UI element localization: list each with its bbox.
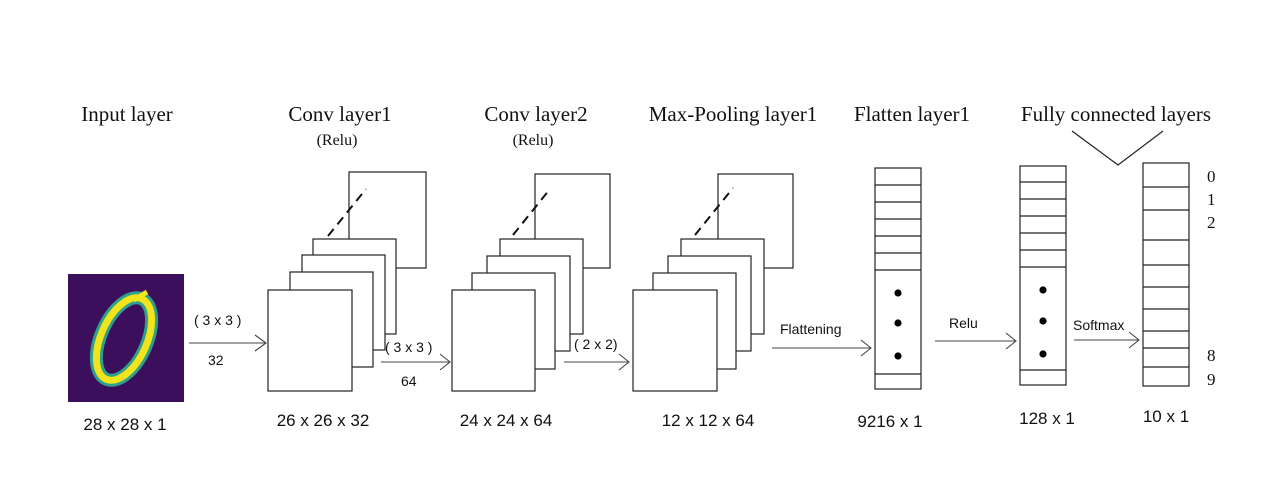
title-input-layer: Input layer — [81, 102, 173, 126]
title-conv-layer1: Conv layer1 — [288, 102, 391, 126]
arrow-conv1-to-conv2 — [381, 353, 451, 371]
dim-fc1: 128 x 1 — [1019, 409, 1075, 428]
arrow-input-to-conv1 — [189, 334, 267, 352]
kernel-size-2-label: ( 3 x 3 ) — [385, 339, 432, 355]
arrow-pool1-to-flatten — [772, 339, 872, 357]
dim-conv1: 26 x 26 x 32 — [277, 411, 370, 430]
softmax-label: Softmax — [1073, 317, 1124, 333]
title-max-pooling-layer1: Max-Pooling layer1 — [649, 102, 818, 126]
dim-input: 28 x 28 x 1 — [83, 415, 166, 434]
conv-layer2-activation: (Relu) — [513, 132, 554, 149]
dim-flatten1: 9216 x 1 — [857, 412, 922, 431]
title-flatten-layer1: Flatten layer1 — [854, 102, 970, 126]
relu-label: Relu — [949, 315, 978, 331]
filter-count-1-label: 32 — [208, 352, 224, 368]
dim-fc2: 10 x 1 — [1143, 407, 1189, 426]
dim-conv2: 24 x 24 x 64 — [460, 411, 553, 430]
filter-count-2-label: 64 — [401, 373, 417, 389]
arrow-conv2-to-pool1 — [564, 353, 630, 371]
title-fully-connected-layers: Fully connected layers — [1021, 102, 1211, 126]
title-conv-layer2: Conv layer2 — [484, 102, 587, 126]
output-label-8: 8 — [1207, 346, 1216, 365]
output-label-2: 2 — [1207, 213, 1216, 232]
conv-layer2-feature-maps — [451, 173, 611, 392]
output-label-9: 9 — [1207, 370, 1216, 389]
flatten-layer1-vector — [874, 167, 922, 390]
arrow-flatten-to-dense — [935, 332, 1017, 350]
kernel-size-1-label: ( 3 x 3 ) — [194, 312, 241, 328]
flattening-label: Flattening — [780, 321, 841, 337]
fully-connected-bracket — [1071, 130, 1164, 166]
conv-layer1-feature-maps — [267, 171, 427, 392]
pool-size-label: ( 2 x 2) — [574, 336, 618, 352]
dim-pool1: 12 x 12 x 64 — [662, 411, 755, 430]
arrow-dense-to-output — [1074, 331, 1140, 349]
conv-layer1-activation: (Relu) — [317, 132, 358, 149]
input-digit-image — [68, 274, 184, 402]
output-layer-10-vector — [1142, 162, 1190, 387]
output-label-0: 0 — [1207, 167, 1216, 186]
dense-layer-128-vector — [1019, 165, 1067, 386]
output-label-1: 1 — [1207, 190, 1216, 209]
max-pooling-layer1-feature-maps — [632, 173, 794, 392]
